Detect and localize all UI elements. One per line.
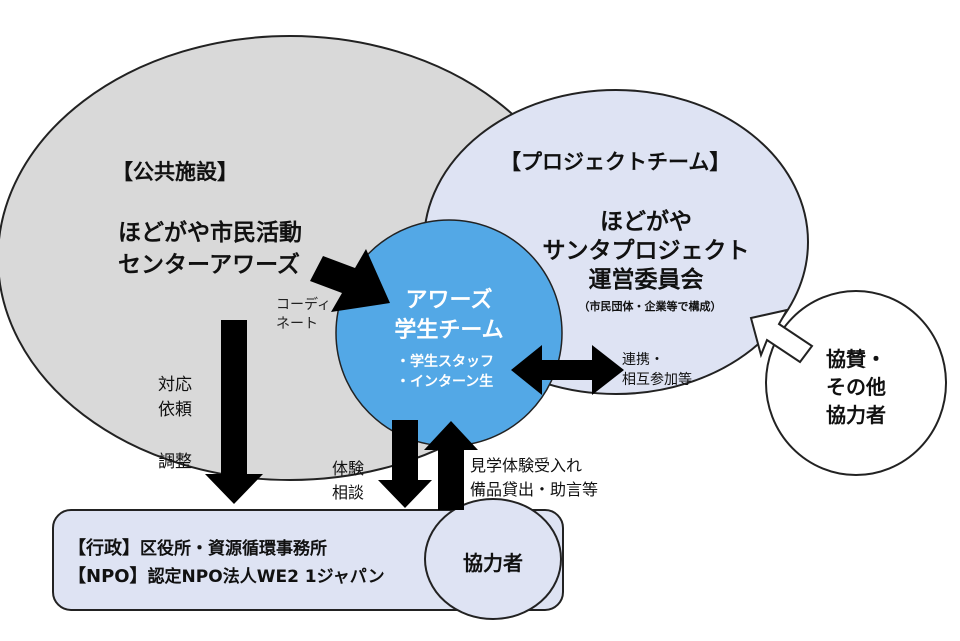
sponsor-line1: 協賛・ [826,347,886,371]
admin-gov-tag: 【行政】 [68,538,140,559]
project-team-name-line3: 運営委員会 [588,267,704,293]
admin-gov-text: 区役所・資源循環事務所 [140,539,327,559]
admin-npo-tag: 【NPO】 [68,566,148,587]
experience-label-line2: 相談 [332,483,365,502]
admin-npo-text: 認定NPO法人WE2 1ジャパン [147,567,385,587]
accept-label-line2: 備品貸出・助言等 [470,480,599,499]
coordinate-arrow [310,249,390,312]
public-facility-heading: 【公共施設】 [112,160,238,184]
coordinate-label: コーディ ネート [276,296,331,334]
sponsor-line3: 協力者 [826,403,886,427]
cooperate-label-line2: 相互参加等 [622,372,692,388]
cooperate-label-line1: 連携・ [622,352,664,368]
sponsor-arrow [749,308,814,364]
project-team-note: （市民団体・企業等で構成） [578,300,722,313]
student-team-title: アワーズ 学生チーム [369,286,529,346]
cooperate-arrow [511,345,624,395]
student-team-member1: ・学生スタッフ [396,354,494,370]
sponsor-label: 協賛・ その他 協力者 [806,345,906,429]
admin-gov-row: 【行政】区役所・資源循環事務所 [68,536,327,562]
sponsor-line2: その他 [826,375,886,399]
adjust-label: 調整 [158,452,192,472]
cooperator-ellipse [424,498,562,620]
cooperator-label: 協力者 [463,551,523,575]
student-team-title-line1: アワーズ [405,288,493,313]
public-facility-name-line1: ほどがや市民活動 [118,220,302,246]
project-team-name-line2: サンタプロジェクト [542,238,750,264]
public-facility-name: ほどがや市民活動 センターアワーズ [118,217,302,281]
student-team-member2: ・インターン生 [396,374,494,390]
project-team-heading: 【プロジェクトチーム】 [500,150,731,174]
consult-down-arrow [378,420,432,508]
experience-label-line1: 体験 [332,459,365,478]
cooperate-label: 連携・ 相互参加等 [622,350,692,390]
request-label: 対応 依頼 [158,373,192,423]
coordinate-label-line1: コーディ [276,297,332,313]
project-team-name: ほどがや サンタプロジェクト 運営委員会 [522,208,770,295]
project-team-name-line1: ほどがや [600,209,692,235]
admin-npo-row: 【NPO】認定NPO法人WE2 1ジャパン [68,564,385,590]
request-arrow [205,320,263,504]
experience-label: 体験 相談 [332,457,364,505]
accept-label-line1: 見学体験受入れ [470,456,583,475]
accept-up-arrow [424,421,478,510]
accept-label: 見学体験受入れ 備品貸出・助言等 [470,454,598,502]
public-facility-name-line2: センターアワーズ [118,252,300,278]
student-team-title-line2: 学生チーム [394,318,504,343]
request-label-line2: 依頼 [158,400,192,420]
request-label-line1: 対応 [158,375,192,395]
coordinate-label-line2: ネート [276,316,318,332]
sponsor-ellipse [765,290,947,476]
student-team-members: ・学生スタッフ ・インターン生 [396,352,494,392]
